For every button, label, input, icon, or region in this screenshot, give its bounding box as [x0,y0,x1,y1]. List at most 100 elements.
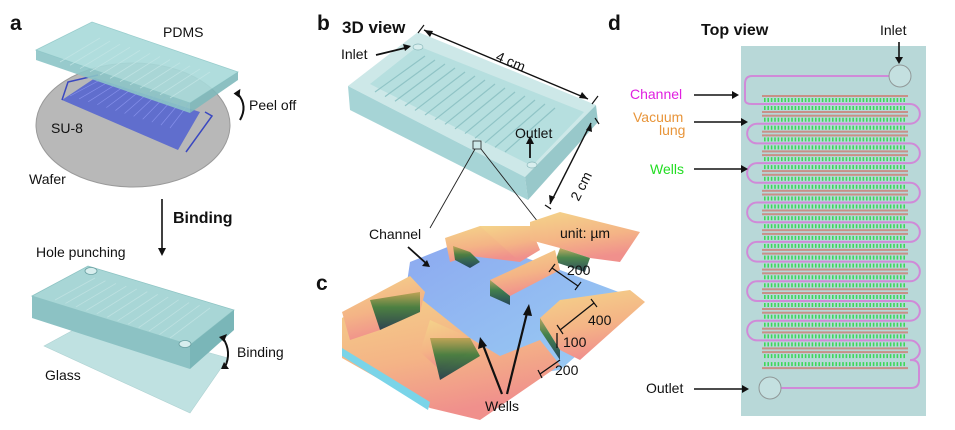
well [849,295,851,299]
well [886,243,888,248]
well [794,125,797,130]
well [896,184,899,189]
well [869,283,871,288]
well [879,196,882,201]
well [859,275,861,280]
well [893,354,895,359]
well [815,137,817,142]
well [781,295,783,299]
well [798,184,800,189]
well [811,354,814,359]
well [815,243,817,248]
well [832,235,834,240]
well [876,216,878,221]
well [832,106,834,110]
well [832,322,834,327]
well [883,255,885,260]
well [849,303,851,307]
well [821,342,824,347]
well [896,295,899,299]
well [883,176,885,181]
well [794,322,797,327]
well [879,334,882,339]
well [777,322,780,327]
well [852,275,854,280]
well [852,342,854,347]
well [811,283,814,288]
well [791,263,793,268]
well [791,216,793,221]
well [821,165,824,170]
well [774,137,776,142]
well [804,322,807,327]
chip-3d [348,32,598,200]
well [770,235,773,240]
well [781,106,783,110]
well [876,314,878,319]
well [872,322,875,327]
panel-b-outlet-label: Outlet [515,125,553,141]
well [828,334,831,339]
well [855,216,858,221]
well [791,295,793,299]
well [825,204,827,209]
well [821,235,824,240]
channel-trace [464,91,516,134]
well [781,342,783,347]
well [825,314,827,319]
well [821,255,824,260]
well [838,314,841,319]
channel-trace [374,55,426,93]
well [777,303,780,307]
well [842,176,844,181]
well [900,283,902,288]
well [821,275,824,280]
well [801,354,803,359]
well [811,255,814,260]
well [869,322,871,327]
well [808,275,810,280]
well [842,106,844,110]
well [781,255,783,260]
well [808,342,810,347]
well [794,354,797,359]
well [801,263,803,268]
well [900,235,902,240]
well [886,342,888,347]
well [804,165,807,170]
well [896,334,899,339]
well [825,145,827,150]
well [774,216,776,221]
well [770,322,773,327]
well [801,243,803,248]
well [777,204,780,209]
vacuum-lung-line [762,189,908,192]
channel-trace [117,294,158,322]
well [862,145,865,150]
well [787,125,790,130]
well [896,106,899,110]
well [876,362,878,367]
well [804,243,807,248]
well [828,216,831,221]
well [838,165,841,170]
well [869,243,871,248]
well [798,125,800,130]
well [798,165,800,170]
well [791,224,793,229]
well [862,137,865,142]
well [832,314,834,319]
well [808,106,810,110]
well [838,216,841,221]
well [764,275,766,280]
well [903,303,905,307]
well [835,224,837,229]
well [852,165,854,170]
well [855,295,858,299]
well [821,362,824,367]
well [808,295,810,299]
well [784,224,786,229]
well [872,196,875,201]
well [849,354,851,359]
vacuum-lung-line [762,229,908,232]
